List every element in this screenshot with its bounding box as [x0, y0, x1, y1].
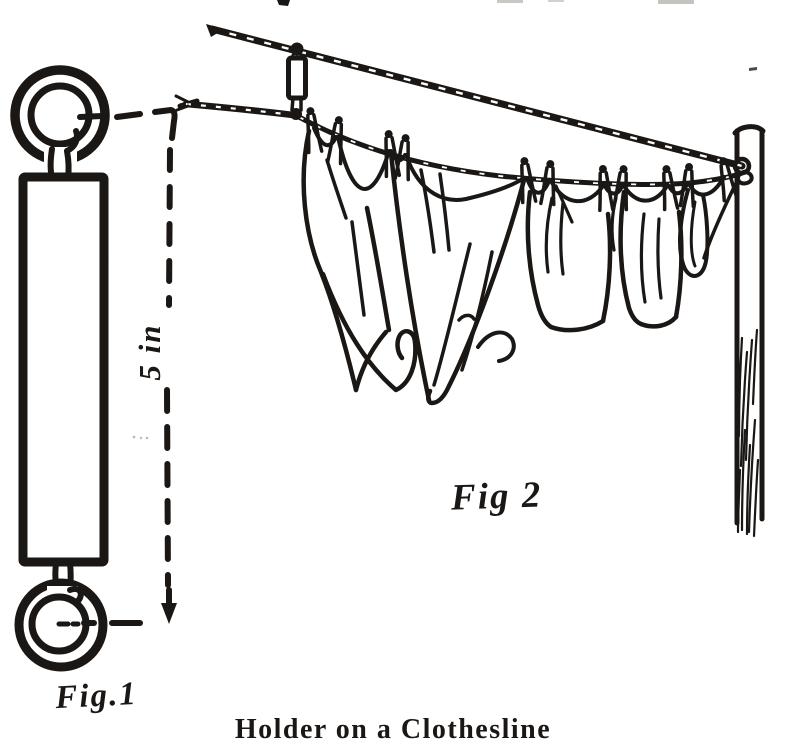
figure-caption: Holder on a Clothesline — [235, 714, 551, 745]
clothespin — [611, 165, 629, 212]
clothespin — [520, 157, 538, 205]
dimension-label: 5 in — [132, 323, 167, 380]
clothespins — [306, 107, 739, 213]
fig1-label: Fig.1 — [53, 676, 138, 716]
clothesline-post — [732, 124, 766, 538]
garment-towel-2 — [610, 189, 684, 329]
clothespin — [325, 116, 344, 166]
dimension-bottom-arrowhead — [161, 603, 177, 624]
clothespin — [719, 157, 739, 203]
clothespin — [539, 160, 556, 207]
clothespin — [598, 165, 615, 213]
fig1-bottom-eye-outer-ring — [14, 578, 108, 672]
slack-rope-end — [174, 94, 297, 119]
fig1-holder-bar — [18, 172, 109, 567]
garment-towel-1 — [525, 184, 613, 333]
dimension-top-corner — [152, 107, 178, 141]
fig2-label: Fig 2 — [449, 474, 543, 518]
line-holder-device — [286, 42, 308, 120]
clothespin — [678, 163, 696, 209]
fig2-clothesline-drawing — [174, 24, 766, 538]
garment-center-sheet — [388, 150, 527, 406]
post-wood-grain — [736, 328, 760, 538]
fig1-line-holder-drawing — [10, 65, 110, 672]
clothespin — [306, 107, 324, 155]
clothespin — [662, 165, 680, 212]
holder-body — [286, 55, 308, 101]
garment-left-cloth — [301, 128, 418, 393]
clothespin — [393, 134, 410, 182]
garment-small-sock — [678, 188, 710, 278]
